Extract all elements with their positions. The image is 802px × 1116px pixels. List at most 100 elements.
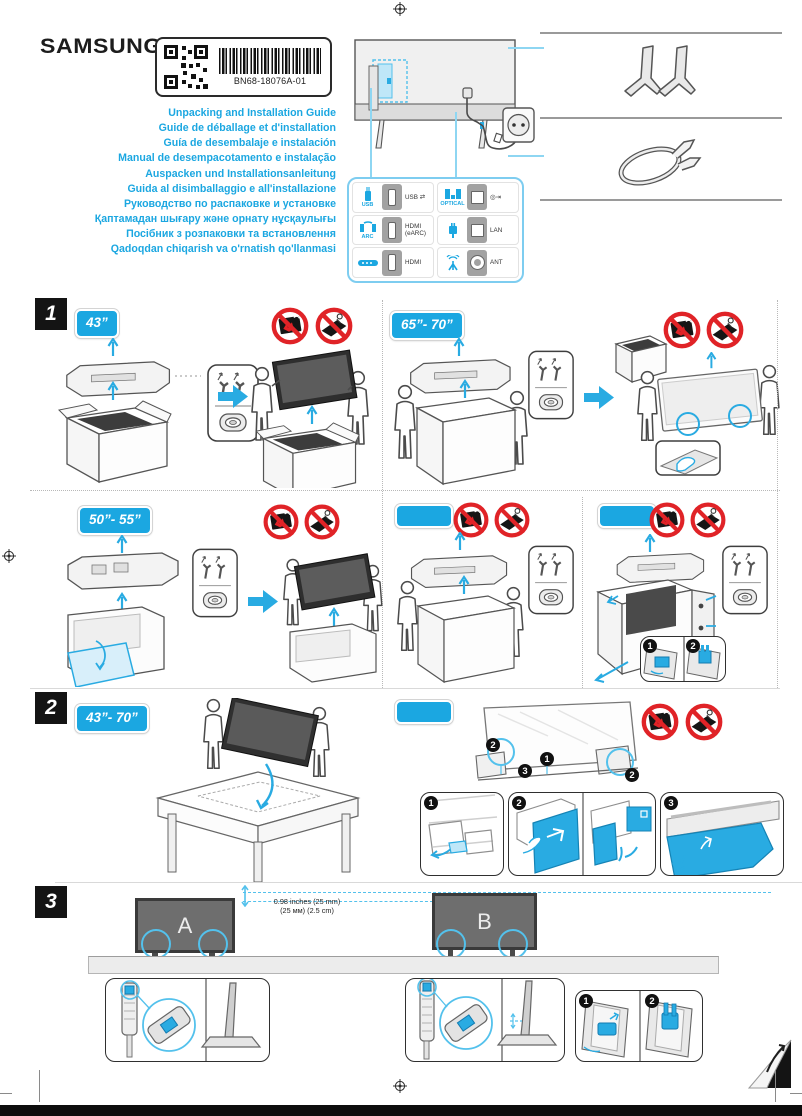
do-not-stand-on-edge-icon	[684, 702, 724, 742]
height-guide-line	[243, 901, 433, 902]
divider	[55, 882, 802, 883]
carry-tv-65-diagram	[637, 352, 780, 442]
do-not-lay-flat-icon	[303, 503, 341, 541]
barcode	[219, 48, 321, 74]
port-row-antenna: ANT	[437, 247, 519, 279]
step-marker: 2	[686, 639, 700, 653]
page-turn-icon	[748, 1039, 792, 1089]
size-badge-65-70: 65”- 70”	[390, 311, 464, 340]
wall-outlet-icon	[502, 107, 535, 143]
ports-panel: USB USB ⇄ ARC HDMI (eARC) HDMI OPTICAL ◎…	[347, 177, 524, 283]
stand-parts-inset	[192, 548, 238, 618]
divider	[582, 497, 583, 688]
port-row-optical: OPTICAL ◎⇥	[437, 182, 519, 213]
foot-highlight-ring	[141, 929, 171, 959]
do-not-press-screen-icon	[662, 310, 702, 350]
connector-line	[455, 112, 457, 177]
connector-line	[508, 47, 544, 49]
place-on-table-diagram	[155, 698, 361, 882]
next-step-arrow	[248, 590, 278, 613]
peel-strip-inset	[660, 792, 784, 876]
antenna-port-icon	[467, 249, 487, 276]
hand-grip-inset	[655, 440, 721, 476]
lift-box-mid-diagram	[397, 532, 524, 684]
crop-mark	[790, 1093, 802, 1094]
lift-tv-50-diagram	[283, 553, 383, 683]
tv-back-diagram	[354, 39, 535, 150]
registration-mark	[393, 1079, 407, 1093]
step-marker: 1	[424, 796, 438, 810]
foot-highlight-ring	[436, 929, 466, 959]
tv-in-foam-diagram	[475, 701, 639, 781]
size-badge-43-70: 43”- 70”	[75, 704, 149, 733]
hdmi-port-icon	[382, 249, 402, 276]
do-not-press-screen-icon	[262, 503, 300, 541]
title-block: Unpacking and Installation Guide Guide d…	[92, 106, 336, 258]
crop-mark	[775, 1070, 776, 1102]
section-2-number: 2	[35, 692, 67, 724]
divider	[540, 32, 782, 34]
empty-box-diagram	[614, 335, 668, 384]
title-line: Auspacken und Installationsanleitung	[145, 167, 336, 180]
step-marker: 1	[643, 639, 657, 653]
divider	[540, 117, 782, 119]
cable-holder-icon	[618, 138, 702, 186]
clip-steps-inset	[575, 990, 703, 1062]
size-badge-43: 43”	[75, 309, 119, 338]
divider	[30, 688, 780, 689]
step-marker: 2	[486, 738, 500, 752]
connector-line	[508, 155, 544, 157]
divider	[30, 490, 780, 491]
height-arrow	[241, 885, 249, 907]
usb-port-icon	[382, 184, 402, 211]
size-badge-blank	[395, 504, 453, 528]
foot-highlight-ring	[198, 929, 228, 959]
do-not-press-screen-icon	[640, 702, 680, 742]
next-step-arrow	[584, 386, 614, 409]
size-badge-blank	[395, 700, 453, 724]
tv-stand-legs-icon	[624, 45, 696, 97]
step-marker: 3	[518, 764, 532, 778]
usb-device-icon	[364, 187, 371, 202]
title-line: Qadoqdan chiqarish va o'rnatish qo'llanm…	[110, 243, 336, 256]
port-row-usb: USB USB ⇄	[352, 182, 434, 213]
gap-measurement: 0.98 inches (25 mm) (25 мм) (2.5 cm)	[273, 897, 341, 915]
part-number: BN68-18076A-01	[233, 76, 307, 86]
optical-port-icon	[467, 184, 487, 211]
size-badge-50-55: 50”- 55”	[78, 506, 152, 535]
port-row-lan: LAN	[437, 214, 519, 246]
height-guide-line	[243, 892, 771, 893]
title-line: Guía de desembalaje e instalación	[163, 137, 336, 150]
step-marker: 1	[579, 994, 593, 1008]
table-surface	[88, 956, 719, 974]
open-flap-box-diagram	[67, 535, 179, 687]
lan-plug-icon	[448, 223, 457, 238]
stand-parts-inset	[528, 350, 574, 420]
title-line: Посібник з розпаковки та встановлення	[126, 228, 336, 241]
foot-highlight-ring	[498, 929, 528, 959]
lan-port-icon	[467, 217, 487, 243]
remove-panel-inset	[508, 792, 656, 876]
step-marker: 2	[512, 796, 526, 810]
lift-tv-43-diagram	[251, 349, 369, 488]
hdmi-port-icon	[382, 217, 402, 243]
stand-parts-inset	[528, 545, 574, 615]
product-label: BN68-18076A-01	[155, 37, 332, 97]
title-line: Guide de déballage et d'installation	[158, 122, 336, 135]
stand-b-detail-inset	[405, 978, 565, 1062]
page-bottom-edge	[0, 1105, 802, 1116]
registration-mark	[2, 549, 16, 563]
title-line: Unpacking and Installation Guide	[168, 107, 336, 119]
antenna-icon	[446, 254, 459, 271]
step-marker: 3	[664, 796, 678, 810]
qr-code-icon	[163, 44, 209, 90]
stand-a-detail-inset	[105, 978, 270, 1062]
divider	[540, 199, 782, 201]
samsung-logo: SAMSUNG	[40, 35, 162, 58]
port-row-hdmi-earc: ARC HDMI (eARC)	[352, 214, 434, 246]
optical-speakers-icon	[444, 189, 461, 200]
arc-speakers-icon	[359, 221, 376, 232]
step-marker: 2	[645, 994, 659, 1008]
step-marker: 2	[625, 768, 639, 782]
